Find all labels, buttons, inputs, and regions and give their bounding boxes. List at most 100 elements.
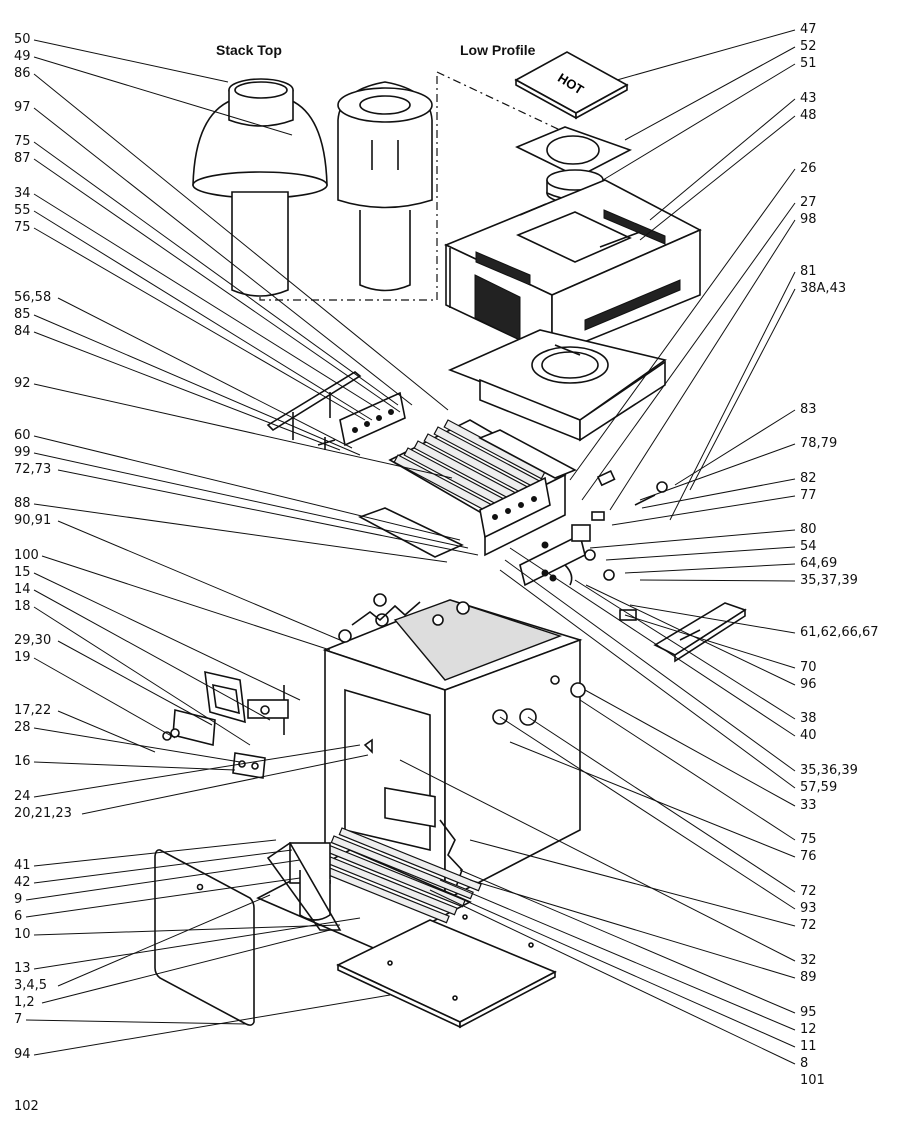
callout-label: 75 — [14, 220, 31, 235]
leader-line — [589, 529, 796, 549]
leader-line — [33, 994, 391, 1056]
leader-line — [33, 503, 448, 563]
callout-label: 56,58 — [14, 290, 52, 305]
leader-line — [33, 73, 449, 411]
callout-label: 7 — [14, 1012, 23, 1027]
centerline — [259, 72, 438, 301]
callout-label: 29,30 — [14, 633, 52, 648]
callout-label: 77 — [800, 488, 817, 503]
callout-label: 18 — [14, 599, 31, 614]
callout-label: 40 — [800, 728, 817, 743]
callout-label: 38 — [800, 711, 817, 726]
callout-label: 24 — [14, 789, 31, 804]
callout-label: 99 — [14, 445, 31, 460]
callout-label: 47 — [800, 22, 817, 37]
leader-line — [33, 744, 361, 798]
callout-label: 16 — [14, 754, 31, 769]
leader-line — [509, 741, 796, 858]
low-profile-cap — [337, 81, 433, 292]
base-pan — [336, 914, 557, 1029]
callout-label: 11 — [800, 1039, 817, 1054]
fittings-hardware — [519, 470, 668, 587]
callout-label: 90,91 — [14, 513, 52, 528]
callout-label: 35,37,39 — [800, 573, 858, 588]
callout-label: 48 — [800, 108, 817, 123]
leader-line — [57, 469, 479, 556]
leader-line — [504, 559, 796, 772]
callout-label: 93 — [800, 901, 817, 916]
leader-line — [624, 563, 796, 574]
leader-line — [569, 168, 796, 481]
callout-label: 88 — [14, 496, 31, 511]
callout-label: 41 — [14, 858, 31, 873]
callout-label: 15 — [14, 565, 31, 580]
leader-line — [499, 569, 796, 789]
callout-label: 72 — [800, 918, 817, 933]
leader-line — [33, 839, 277, 867]
leader-line — [33, 572, 301, 701]
leader-line — [605, 546, 796, 561]
burner-tray — [256, 827, 482, 951]
callout-label: 78,79 — [800, 436, 838, 451]
leader-line — [41, 555, 331, 651]
callout-label: 83 — [800, 402, 817, 417]
callout-label: 28 — [14, 720, 31, 735]
callout-label: 51 — [800, 56, 817, 71]
leader-line — [33, 193, 381, 411]
leader-line — [602, 63, 796, 181]
leader-line — [33, 452, 469, 549]
callout-label: 96 — [800, 677, 817, 692]
leader-line — [33, 761, 236, 771]
callout-label: 34 — [14, 186, 31, 201]
callout-label: 12 — [800, 1022, 817, 1037]
leader-line — [33, 314, 361, 456]
leader-line — [639, 443, 796, 501]
leader-line — [33, 39, 229, 83]
callout-label: 27 — [800, 195, 817, 210]
leader-line — [581, 202, 796, 501]
leader-line — [641, 478, 796, 509]
leader-line — [609, 219, 796, 511]
callout-label: 102 — [14, 1099, 39, 1114]
callout-label: 97 — [14, 100, 31, 115]
leader-line — [25, 1019, 247, 1025]
callout-label: 101 — [800, 1073, 825, 1088]
leader-line — [579, 699, 796, 841]
callout-label: 75 — [14, 134, 31, 149]
leader-line — [33, 227, 366, 421]
leader-line — [616, 29, 796, 81]
callout-label: 86 — [14, 66, 31, 81]
leader-line — [439, 879, 796, 1031]
callout-label: 76 — [800, 849, 817, 864]
callout-label: 80 — [800, 522, 817, 537]
callout-label: 60 — [14, 428, 31, 443]
leader-line — [585, 584, 796, 686]
callout-label: 38A,43 — [800, 281, 847, 296]
leader-line — [33, 917, 361, 970]
callout-label: 72 — [800, 884, 817, 899]
leader-line — [57, 520, 341, 641]
callout-label: 43 — [800, 91, 817, 106]
callout-label: 57,59 — [800, 780, 838, 795]
mounting-bracket — [266, 371, 362, 450]
callout-label: 84 — [14, 324, 31, 339]
leader-line — [399, 759, 796, 962]
leader-line — [574, 579, 796, 720]
leader-line — [33, 210, 373, 421]
leader-line — [33, 849, 293, 884]
stack-top-heading: Stack Top — [216, 42, 282, 58]
callout-label: 1,2 — [14, 995, 35, 1010]
callout-label: 87 — [14, 151, 31, 166]
leader-line — [33, 141, 399, 406]
leader-line — [33, 107, 413, 406]
callout-label: 72,73 — [14, 462, 52, 477]
leader-line — [674, 409, 796, 486]
leader-line — [57, 894, 271, 987]
control-components — [162, 670, 289, 779]
callout-label: 52 — [800, 39, 817, 54]
callout-label: 33 — [800, 798, 817, 813]
leader-line — [57, 297, 353, 449]
left-leader-lines — [25, 39, 479, 1056]
callout-label: 64,69 — [800, 556, 838, 571]
